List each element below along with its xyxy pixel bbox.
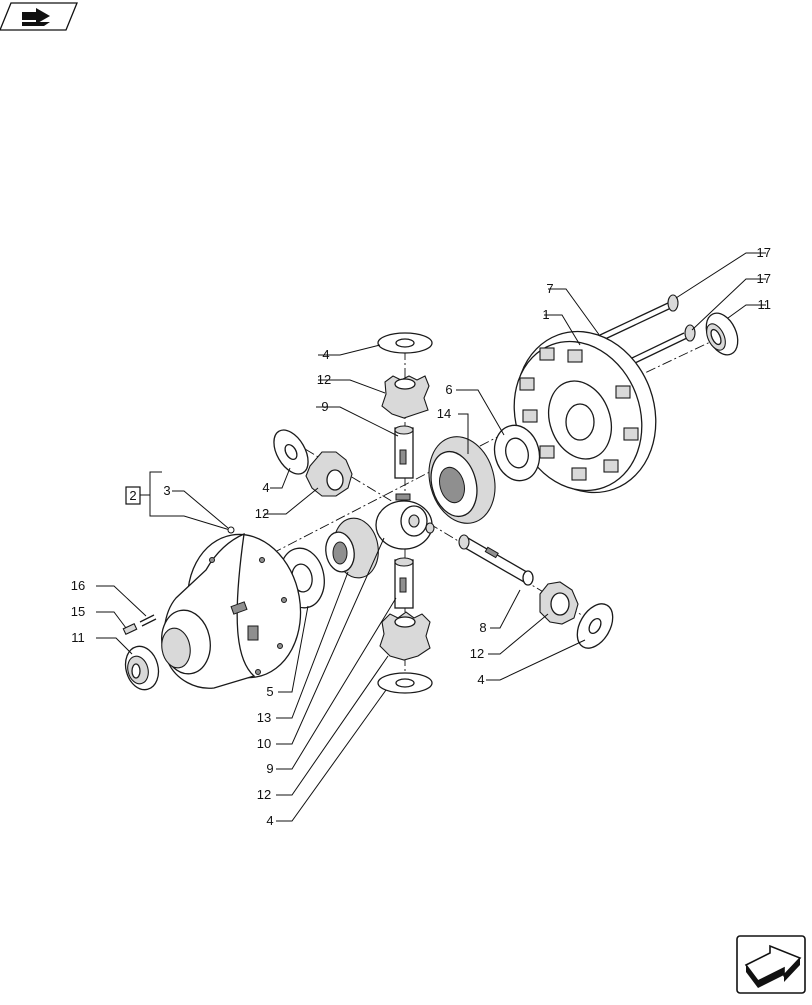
callout-16: 16 (71, 578, 85, 593)
bolt-16 (139, 614, 157, 627)
callout-5: 5 (266, 684, 273, 699)
callout-4-bottom-washer: 4 (266, 813, 273, 828)
pin-15 (122, 623, 138, 635)
shaft-8 (458, 534, 534, 586)
bearing-11-left (124, 645, 160, 691)
pinion-12-left (305, 451, 353, 497)
callout-12-right-pinion: 12 (470, 646, 484, 661)
callout-11-left-bearing: 11 (71, 630, 85, 645)
callout-15: 15 (71, 604, 85, 619)
thrust-washer-6 (493, 424, 541, 482)
callout-9-top-pin: 9 (321, 399, 328, 414)
callout-9-bottom-pin: 9 (266, 761, 273, 776)
callout-12-bottom-pinion: 12 (257, 787, 271, 802)
callout-4-left-washer: 4 (262, 480, 269, 495)
washer-4-top (377, 332, 433, 354)
group-box-label: 2 (129, 488, 136, 503)
next-page-arrow-icon[interactable] (736, 935, 806, 994)
pin-9-top (394, 425, 414, 479)
callout-13: 13 (257, 710, 271, 725)
callout-6: 6 (445, 382, 452, 397)
side-gear-14 (428, 436, 496, 524)
callout-17-upper: 17 (757, 245, 771, 260)
callout-8: 8 (479, 620, 486, 635)
callout-11-right-bearing: 11 (758, 297, 772, 312)
callout-14: 14 (437, 406, 451, 421)
washer-4-right (576, 603, 614, 649)
callout-12-left-pinion: 12 (255, 506, 269, 521)
callout-3: 3 (163, 483, 170, 498)
pinion-12-top (381, 375, 430, 419)
pinion-12-right (539, 581, 579, 625)
spider-cross-10 (375, 493, 435, 550)
bolt-17-upper (599, 294, 679, 341)
washer-4-left (273, 429, 309, 475)
bolt-17-lower (631, 324, 696, 364)
group-bracket: 2 (125, 471, 235, 534)
leader-lines (96, 252, 766, 822)
callout-17-lower: 17 (757, 271, 771, 286)
callout-10: 10 (257, 736, 271, 751)
washer-4-bottom (377, 672, 433, 694)
callout-1: 1 (542, 307, 549, 322)
bearing-11-right (705, 312, 739, 356)
side-gear-13 (325, 517, 379, 579)
pinion-12-bottom (379, 611, 431, 661)
callout-12-top-pinion: 12 (317, 372, 331, 387)
callout-4-top-washer: 4 (322, 347, 329, 362)
housing-cover-1 (513, 330, 657, 494)
callout-4-right-washer: 4 (477, 672, 484, 687)
callout-7: 7 (546, 281, 553, 296)
differential-case (161, 532, 302, 689)
view-arrow-icon[interactable] (0, 2, 78, 31)
pin-9-bottom (394, 557, 414, 609)
callout-labels: 17 17 11 7 1 4 12 9 6 14 4 12 3 16 15 11… (71, 245, 771, 828)
